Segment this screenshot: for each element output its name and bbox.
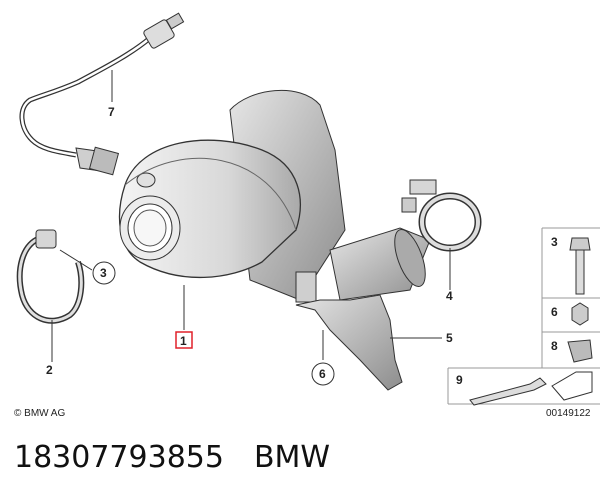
callout-3: 3 <box>100 266 107 280</box>
footer: 18307793855 BMW <box>14 440 360 475</box>
side-label-9: 9 <box>456 373 463 387</box>
catalytic-converter <box>118 89 431 303</box>
side-label-6: 6 <box>551 305 558 319</box>
clamp-part-4 <box>401 179 482 290</box>
tie-arrow-icon <box>551 371 593 401</box>
bolt-icon <box>569 237 591 251</box>
callout-6: 6 <box>319 367 326 381</box>
copyright: © BMW AG <box>14 408 65 419</box>
bracket-part-5 <box>295 294 442 391</box>
side-label-3: 3 <box>551 235 558 249</box>
nut-icon <box>571 302 589 326</box>
cable-tie-icon <box>469 377 547 406</box>
callout-1: 1 <box>180 334 187 348</box>
part-number: 18307793855 <box>14 440 224 475</box>
clamp-part-2 <box>16 229 93 362</box>
diagram-id: 00149122 <box>546 408 591 419</box>
parts-diagram: 7 1 3 2 4 5 6 3 6 8 9 © BMW AG 00149122 <box>14 12 600 419</box>
oxygen-sensor <box>19 12 185 176</box>
callout-2: 2 <box>46 363 53 377</box>
highlight-box <box>175 331 193 349</box>
clip-icon <box>567 339 593 363</box>
callout-7: 7 <box>108 105 115 119</box>
callout-5: 5 <box>446 331 453 345</box>
brand-name: BMW <box>253 440 331 475</box>
callout-3-circle <box>92 261 116 285</box>
side-label-8: 8 <box>551 339 558 353</box>
callout-6-circle <box>311 362 335 386</box>
callout-4: 4 <box>446 289 453 303</box>
small-parts-panel: 3 6 8 9 <box>447 227 600 406</box>
